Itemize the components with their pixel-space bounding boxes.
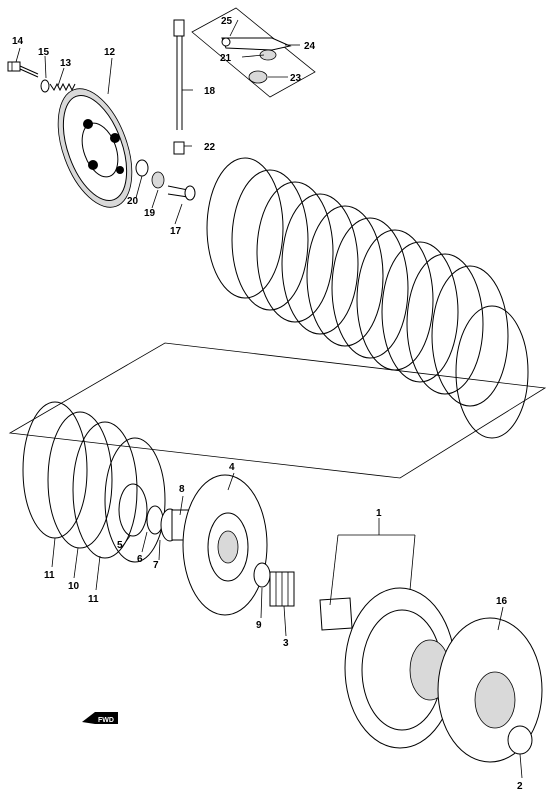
part-label: 9 [256,620,262,631]
part-label: 25 [221,16,233,27]
fwd-arrow-icon: FWD [82,712,118,724]
primary-driven-gear-part [182,474,268,616]
part-label: 11 [44,570,55,581]
part-label: 10 [68,581,80,592]
plate-stack [206,157,529,439]
part-label: 23 [290,73,302,84]
part-label: 15 [38,47,50,58]
starter-clutch-part [319,587,456,749]
part-label: 14 [12,36,24,47]
plate-stack-box [8,342,547,479]
washer-bearing-parts [253,562,295,607]
leader-lines [15,19,523,779]
part-label: 21 [220,53,232,64]
part-label: 11 [88,594,99,605]
part-label: 24 [304,41,316,52]
fwd-label: FWD [98,717,114,724]
part-label: 18 [204,86,216,97]
part-label: 4 [229,462,235,473]
part-label: 22 [204,142,216,153]
part-label: 17 [170,226,182,237]
push-rod-part [173,19,185,155]
part-label: 19 [144,208,156,219]
spring-part [40,79,76,93]
part-label: 5 [117,540,123,551]
part-label: 12 [104,47,116,58]
part-label: 2 [517,781,523,792]
bolt-part [7,61,39,78]
lower-plates [22,401,166,563]
part-labels: 1 2 3 4 5 6 7 8 9 10 11 11 12 13 14 15 1… [12,16,523,792]
upper-bracket-box [191,7,316,98]
bracket-arm-part [221,37,292,84]
part-label: 20 [127,196,139,207]
part-label: 13 [60,58,72,69]
starter-gear-part [437,617,543,763]
release-parts [135,159,196,201]
part-label: 3 [283,638,289,649]
pressure-plate-part [57,88,133,208]
part-label: 6 [137,554,143,565]
part-label: 8 [179,484,185,495]
part-label: 1 [376,508,382,519]
part-label: 16 [496,596,508,607]
part-label: 7 [153,560,159,571]
